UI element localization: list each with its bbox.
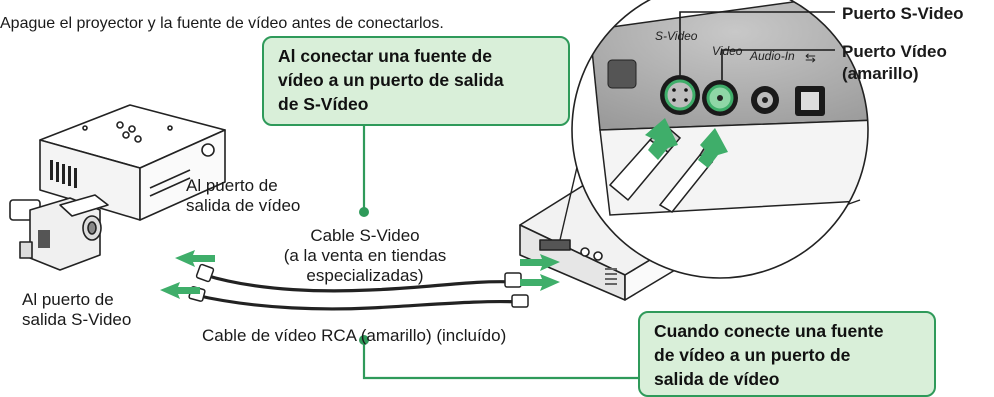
magnified-port-panel: S-Video Video Audio-In ⇆ — [559, 0, 869, 279]
camcorder-illustration — [9, 194, 109, 271]
s-video-cable — [195, 263, 522, 293]
video-out-label: Al puerto de salida de vídeo — [186, 176, 301, 215]
panel-label-audio-in: Audio-In — [749, 49, 795, 63]
s-video-callout: Al conectar una fuente de vídeo a un pue… — [262, 36, 570, 126]
direction-arrows — [160, 250, 560, 299]
port-leader-lines — [679, 11, 835, 80]
panel-label-s-video: S-Video — [655, 29, 698, 43]
rca-cable-label: Cable de vídeo RCA (amarillo) (incluído) — [202, 326, 507, 345]
s-video-callout-dot — [359, 207, 369, 217]
s-video-cable-label: Cable S-Video (a la venta en tiendas esp… — [283, 226, 447, 285]
video-callout-dot — [359, 335, 369, 345]
vcr-illustration — [39, 104, 226, 221]
callout-connectors — [362, 123, 640, 380]
s-video-port-label: Puerto S-Video — [842, 4, 964, 23]
s-video-out-label: Al puerto de salida S-Video — [22, 290, 132, 329]
instruction-text: Apague el proyector y la fuente de vídeo… — [0, 15, 444, 32]
video-callout: Cuando conecte una fuente de vídeo a un … — [638, 311, 936, 397]
panel-label-video: Video — [712, 44, 743, 58]
video-port-label-line1: Puerto Vídeo — [842, 42, 947, 61]
panel-label-usb: ⇆ — [805, 50, 816, 65]
video-port-label-line2: (amarillo) — [842, 64, 919, 83]
